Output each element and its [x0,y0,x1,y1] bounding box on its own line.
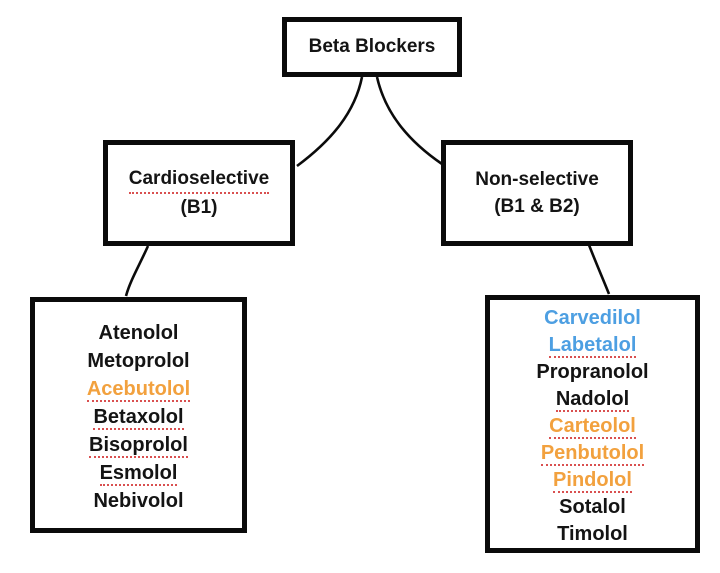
drug-item: Metoprolol [87,350,190,372]
connector-cardioselective-to-list [124,245,150,297]
drug-item: Carteolol [549,415,636,439]
node-cardioselective-subtitle: (B1) [180,197,218,218]
drug-item: Pindolol [553,469,632,493]
drug-item: Timolol [557,523,628,545]
drug-item: Labetalol [548,334,637,358]
connector-nonselective-to-list [587,244,611,295]
connector-root-to-cardioselective [296,76,364,168]
drug-item: Esmolol [99,462,178,486]
drug-item: Propranolol [536,361,649,383]
drug-item: Acebutolol [86,378,191,402]
drug-item: Betaxolol [93,406,184,430]
drug-item: Sotalol [559,496,626,518]
connector-root-to-nonselective [375,76,443,166]
node-nonselective-subtitle: (B1 & B2) [494,196,580,217]
drug-item: Nebivolol [93,490,184,512]
drug-item: Atenolol [98,322,179,344]
drug-item: Bisoprolol [89,434,188,458]
node-nonselective: Non-selective (B1 & B2) [441,140,633,246]
node-beta-blockers: Beta Blockers [282,17,462,77]
drug-item: Nadolol [555,388,630,412]
drug-item: Penbutolol [540,442,645,466]
node-beta-blockers-label: Beta Blockers [308,36,436,57]
node-nonselective-title: Non-selective [475,169,599,190]
drug-item: Carvedilol [544,307,641,329]
node-cardioselective: Cardioselective (B1) [103,140,295,246]
node-cardioselective-title: Cardioselective [128,165,270,194]
